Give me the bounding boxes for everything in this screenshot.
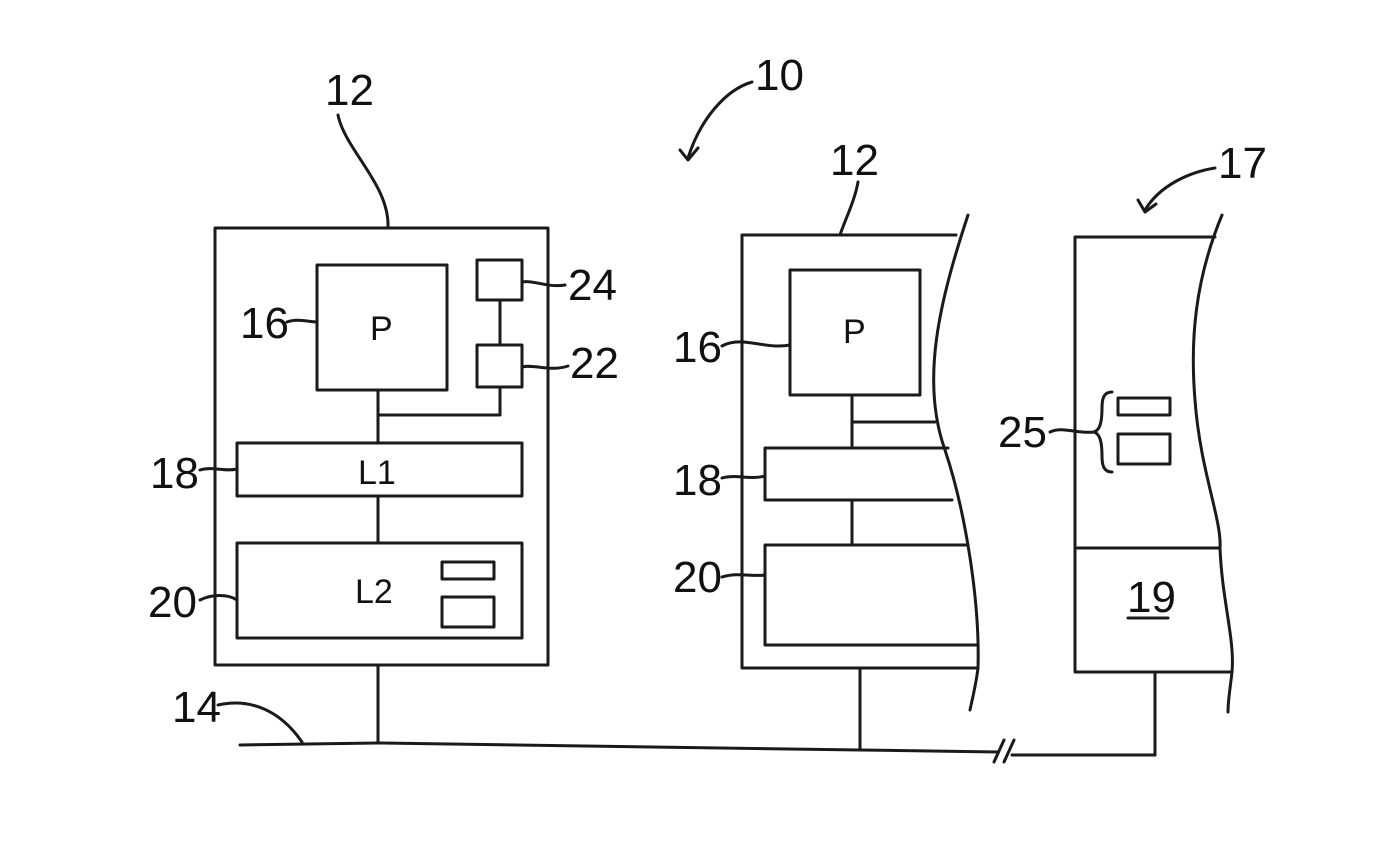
bus-label: 14: [172, 683, 221, 732]
left-processor-label: 16: [240, 299, 289, 348]
remote-slot-2: [1118, 434, 1170, 464]
system-label: 10: [755, 51, 804, 100]
remote-node: 17 25 19: [998, 139, 1267, 755]
middle-l2-cache-box: [765, 545, 978, 645]
middle-processor-label: 16: [673, 323, 722, 372]
left-l2-label: 20: [148, 578, 197, 627]
left-node-leader: [338, 115, 388, 228]
left-box24-leader: [522, 282, 565, 286]
middle-processor-text: P: [843, 313, 866, 351]
left-l2-slot-2: [442, 597, 494, 627]
left-node-label: 12: [325, 66, 374, 115]
left-box-22: [477, 345, 522, 387]
middle-processor-leader: [722, 342, 790, 346]
middle-l2-label: 20: [673, 553, 722, 602]
left-l1-leader: [200, 469, 237, 470]
left-processing-node: 12 16 P 24 22 18 L1 20 L2: [148, 66, 619, 743]
remote-group-label: 25: [998, 408, 1047, 457]
left-box24-label: 24: [568, 261, 617, 310]
bus-line-left: [240, 743, 998, 752]
system-reference: 10: [680, 51, 804, 160]
left-box22-leader: [522, 366, 568, 368]
left-l1-label: 18: [150, 449, 199, 498]
remote-block-label: 19: [1127, 573, 1176, 622]
remote-node-torn-edge-lower: [1228, 672, 1232, 712]
bus-break-mark-2: [1004, 740, 1014, 762]
middle-node-frame: [742, 215, 978, 668]
left-processor-leader: [287, 320, 317, 322]
system-bus: 14: [172, 683, 1155, 762]
bus-leader: [218, 703, 302, 742]
left-l1-text: L1: [358, 454, 396, 492]
middle-node-torn-edge-lower: [970, 668, 978, 710]
remote-slot-1: [1118, 398, 1170, 415]
remote-slot-brace: [1094, 392, 1112, 472]
middle-node-label: 12: [830, 136, 879, 185]
left-box22-label: 22: [570, 339, 619, 388]
remote-group-leader: [1050, 430, 1094, 433]
middle-processing-node: 12 16 P 18 20: [673, 136, 978, 750]
middle-node-leader: [840, 182, 858, 235]
left-l2-text: L2: [355, 573, 393, 611]
middle-l1-cache-box: [765, 448, 952, 500]
left-l2-slot-1: [442, 562, 494, 579]
left-box-24: [477, 260, 522, 300]
left-l2-leader: [200, 596, 237, 601]
middle-l1-leader: [722, 476, 765, 478]
middle-l1-label: 18: [673, 456, 722, 505]
remote-label: 17: [1218, 139, 1267, 188]
left-processor-text: P: [370, 310, 393, 348]
